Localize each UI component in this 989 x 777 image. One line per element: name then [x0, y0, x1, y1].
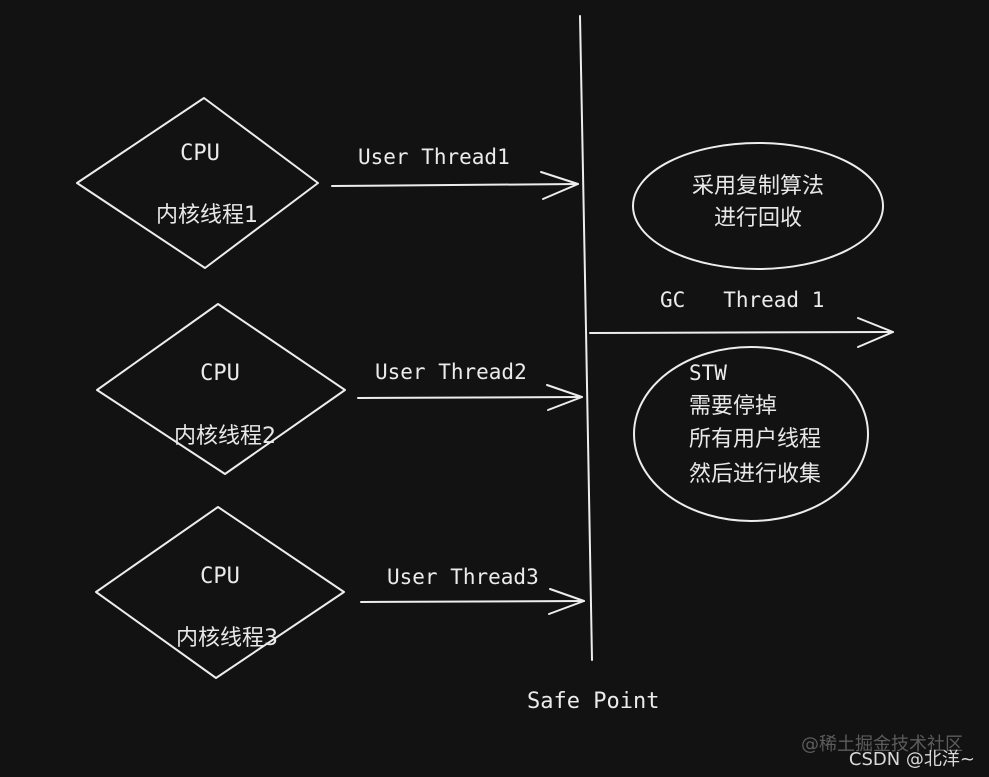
cpu-diamond-2	[96, 303, 346, 475]
user-thread-arrow-3: User Thread3	[360, 565, 585, 615]
arrow-head-3	[548, 588, 585, 615]
cpu-title-3: CPU	[200, 564, 240, 589]
cpu-diamond-3	[95, 506, 345, 679]
user-thread-arrow-2: User Thread2	[357, 360, 583, 411]
cpu-title-1: CPU	[180, 141, 220, 166]
user-thread-label-2: User Thread2	[375, 360, 527, 384]
arrow-head-1	[540, 171, 579, 200]
user-thread-arrow-1: User Thread1	[331, 145, 579, 200]
cpu-core-label-2: 内核线程2	[174, 424, 276, 449]
arrow-line-2	[357, 396, 583, 399]
stw-line-3: 所有用户线程	[689, 427, 821, 452]
csdn-watermark: CSDN @北洋~	[849, 749, 975, 770]
cpu-diamond-1	[76, 97, 319, 269]
gc-arrow-head	[857, 317, 894, 348]
stw-ellipse: STW 需要停掉 所有用户线程 然后进行收集	[633, 346, 869, 522]
gc-arrow-line	[589, 331, 894, 334]
arrow-line-3	[360, 600, 585, 603]
safe-point-line: Safe Point	[527, 15, 659, 714]
arrow-head-2	[546, 384, 583, 411]
juejin-watermark: @稀土掘金技术社区	[801, 734, 963, 755]
stw-ellipse-shape	[633, 346, 869, 522]
gc-copy-line-2: 进行回收	[714, 206, 802, 231]
stw-line-1: STW	[689, 361, 727, 385]
gc-thread-arrow: GC Thread 1	[589, 288, 894, 348]
arrow-line-1	[331, 183, 579, 187]
safe-point-label: Safe Point	[527, 689, 659, 714]
cpu-core-label-1: 内核线程1	[156, 203, 258, 228]
gc-copy-ellipse: 采用复制算法 进行回收	[632, 142, 884, 270]
stw-line-2: 需要停掉	[689, 394, 777, 419]
safe-point-divider	[579, 15, 593, 661]
cpu-title-2: CPU	[200, 361, 240, 386]
cpu-core-label-3: 内核线程3	[176, 626, 278, 651]
user-thread-label-1: User Thread1	[358, 145, 510, 169]
stw-line-4: 然后进行收集	[689, 462, 821, 487]
user-thread-label-3: User Thread3	[387, 565, 539, 589]
gc-copy-ellipse-shape	[632, 142, 884, 270]
gc-copy-line-1: 采用复制算法	[692, 174, 824, 199]
cpu-node-1: CPU 内核线程1	[76, 97, 319, 269]
gc-thread-label: GC Thread 1	[660, 288, 824, 312]
cpu-node-3: CPU 内核线程3	[95, 506, 345, 679]
cpu-node-2: CPU 内核线程2	[96, 303, 346, 475]
